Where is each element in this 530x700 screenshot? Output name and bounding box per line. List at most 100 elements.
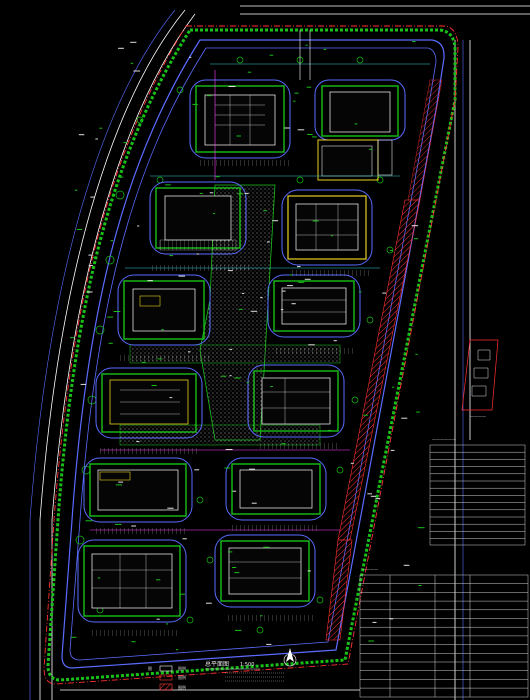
annotation-mark <box>289 274 293 276</box>
annotation-mark <box>206 602 212 604</box>
annotation-mark <box>246 382 250 384</box>
annotation-mark <box>312 220 319 222</box>
annotation-mark <box>169 397 173 399</box>
annotation-mark <box>215 176 220 178</box>
annotation-mark <box>228 270 233 272</box>
east-diagonal-hatch <box>407 79 443 201</box>
property-boundary <box>43 25 459 685</box>
annotation-mark <box>133 70 141 72</box>
annotation-mark <box>401 417 408 419</box>
southeast-setback-hatch <box>325 539 353 641</box>
annotation-mark <box>368 148 373 150</box>
annotation-mark <box>284 127 290 129</box>
annotation-mark <box>412 41 416 43</box>
annotation-mark <box>242 292 245 294</box>
annotation-mark <box>311 136 317 138</box>
svg-text:图: 图 <box>148 665 152 671</box>
annotation-mark <box>119 176 124 178</box>
annotation-mark <box>391 386 395 388</box>
legend-label-1: 图例 <box>178 665 186 671</box>
annotation-mark <box>263 210 267 212</box>
annotation-mark <box>307 134 313 135</box>
annotation-mark <box>229 375 232 377</box>
annotation-mark <box>147 280 153 282</box>
annotation-mark <box>74 189 78 191</box>
drawing-title-label: 总平面图 <box>205 660 229 668</box>
annotation-mark <box>294 92 299 94</box>
annotation-mark <box>142 361 146 363</box>
annotation-mark <box>269 54 274 56</box>
building-5 <box>117 274 211 346</box>
annotation-mark <box>234 377 241 379</box>
north-arrow-icon <box>283 648 297 667</box>
building-11 <box>77 539 187 623</box>
annotation-mark <box>328 429 332 431</box>
annotation-mark <box>225 449 233 450</box>
annotation-mark <box>390 449 395 451</box>
annotation-mark <box>123 142 127 144</box>
annotation-mark <box>182 538 187 540</box>
building-1 <box>189 79 291 159</box>
annotation-mark <box>282 290 286 292</box>
annotation-mark <box>266 241 270 243</box>
annotation-mark <box>107 316 113 318</box>
annotation-mark <box>247 71 252 73</box>
annotation-mark <box>220 375 227 377</box>
annotation-mark <box>260 615 263 617</box>
utility-lines <box>90 30 430 531</box>
building-4 <box>281 189 373 266</box>
annotation-mark <box>415 353 418 355</box>
building-10 <box>225 457 327 521</box>
index-table: —————— <box>429 437 526 546</box>
annotation-mark <box>307 570 311 572</box>
annotation-mark <box>156 618 160 620</box>
svg-text:————: ———— <box>362 567 378 572</box>
annotation-mark <box>213 213 216 215</box>
buildings <box>77 79 406 623</box>
annotation-mark <box>85 520 93 522</box>
annotation-mark <box>416 411 420 413</box>
annotation-mark <box>87 291 93 293</box>
annotation-mark <box>110 240 114 242</box>
annotation-mark <box>418 585 422 586</box>
annotation-mark <box>350 462 354 464</box>
annotation-mark <box>367 493 372 495</box>
annotation-mark <box>297 266 301 268</box>
annotation-mark <box>97 577 101 579</box>
building-12 <box>214 534 316 608</box>
annotation-mark <box>131 525 137 527</box>
annotation-mark <box>180 593 185 595</box>
annotation-mark <box>115 484 123 486</box>
annotation-mark <box>305 44 308 46</box>
building-9 <box>83 457 193 523</box>
annotation-mark <box>272 220 279 222</box>
annotation-mark <box>151 385 157 386</box>
annotation-mark <box>192 103 198 105</box>
annotation-mark <box>99 127 103 129</box>
annotation-mark <box>250 310 258 312</box>
annotation-mark <box>228 551 233 553</box>
annotation-mark <box>118 47 124 49</box>
annotation-mark <box>130 62 134 64</box>
annotation-mark <box>235 629 242 631</box>
annotation-mark <box>90 196 95 198</box>
annotation-mark <box>270 386 273 387</box>
annotation-mark <box>165 184 171 186</box>
annotation-mark <box>80 383 87 385</box>
annotation-mark <box>403 564 410 566</box>
annotation-mark <box>266 643 272 645</box>
annotation-mark <box>157 358 163 360</box>
annotation-mark <box>236 135 241 137</box>
east-setback-hatch <box>337 199 421 541</box>
annotation-mark <box>372 621 377 623</box>
annotation-mark <box>178 275 185 277</box>
annotation-mark <box>113 311 121 312</box>
svg-text:——————: —————— <box>432 437 456 442</box>
annotation-mark <box>293 100 296 102</box>
annotation-mark <box>281 443 286 445</box>
drawing-title: 总平面图 1:500 <box>205 660 285 682</box>
annotation-mark <box>375 498 381 500</box>
annotation-mark <box>263 546 270 548</box>
annotation-mark <box>169 255 173 257</box>
